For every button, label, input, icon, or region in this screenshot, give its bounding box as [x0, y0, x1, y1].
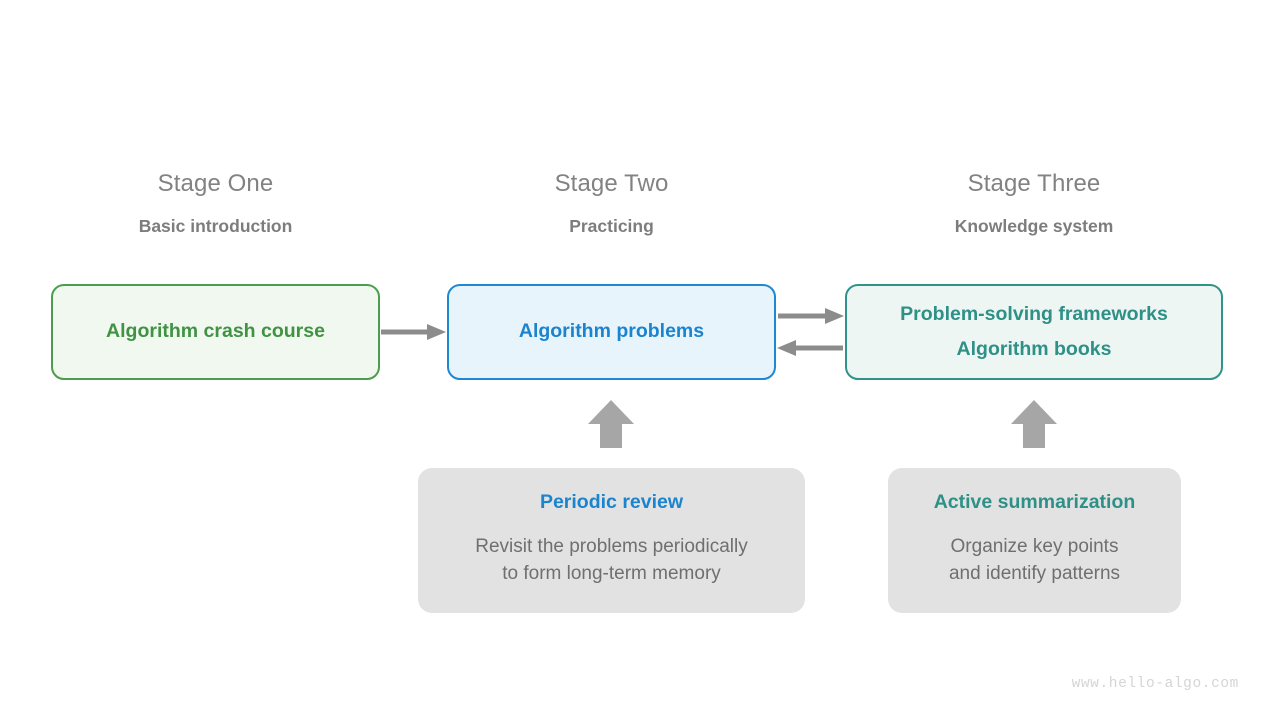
stage-header-three: Stage Three Knowledge system — [845, 172, 1223, 236]
node-green-label-1: Algorithm crash course — [106, 320, 325, 343]
stage-one-subtitle: Basic introduction — [138, 216, 293, 236]
stage-two-subtitle: Practicing — [569, 216, 654, 236]
stage-header-two: Stage Two Practicing — [447, 172, 776, 236]
arrow-review-to-blue-icon — [588, 400, 634, 448]
node-blue-label-1: Algorithm problems — [518, 320, 705, 343]
card-active-summarization-title: Active summarization — [933, 491, 1136, 514]
card-active-summarization-body-line-2: and identify patterns — [948, 563, 1121, 585]
node-knowledge-system[interactable]: Problem-solving frameworks Algorithm boo… — [845, 284, 1223, 380]
card-periodic-review-body-line-1: Revisit the problems periodically — [475, 535, 748, 557]
card-periodic-review-title: Periodic review — [539, 491, 684, 514]
node-teal-label-1: Problem-solving frameworks — [900, 302, 1168, 325]
arrow-teal-to-blue-icon — [777, 340, 843, 356]
node-algorithm-problems[interactable]: Algorithm problems — [447, 284, 776, 380]
card-active-summarization-body-line-1: Organize key points — [950, 535, 1119, 557]
card-active-summarization[interactable]: Active summarization Organize key points… — [888, 468, 1181, 613]
arrow-blue-to-teal-icon — [778, 308, 844, 324]
stage-two-title: Stage Two — [554, 170, 669, 197]
arrow-green-to-blue-icon — [381, 324, 446, 340]
card-periodic-review-body-line-2: to form long-term memory — [502, 563, 721, 585]
stage-header-one: Stage One Basic introduction — [51, 172, 380, 236]
arrow-summary-to-teal-icon — [1011, 400, 1057, 448]
card-periodic-review-body: Revisit the problems periodically to for… — [475, 533, 747, 588]
node-algorithm-crash-course[interactable]: Algorithm crash course — [51, 284, 380, 380]
stage-three-subtitle: Knowledge system — [954, 216, 1114, 236]
card-periodic-review[interactable]: Periodic review Revisit the problems per… — [418, 468, 805, 613]
node-teal-label-2: Algorithm books — [956, 338, 1112, 360]
card-active-summarization-body: Organize key points and identify pattern… — [949, 533, 1120, 588]
stage-one-title: Stage One — [157, 170, 274, 197]
stage-three-title: Stage Three — [967, 170, 1101, 197]
watermark-url: www.hello-algo.com — [1071, 676, 1239, 692]
